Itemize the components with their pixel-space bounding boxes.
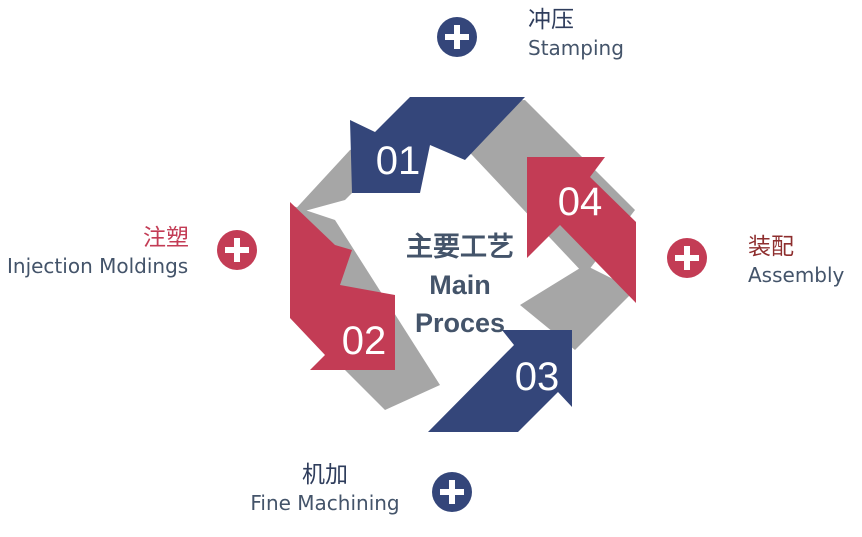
band-bottom-right bbox=[520, 265, 635, 350]
step-number-03: 03 bbox=[515, 355, 560, 399]
arrow-02 bbox=[290, 202, 395, 370]
step-label-en: Stamping bbox=[528, 36, 624, 61]
arrow-03 bbox=[428, 330, 572, 432]
step-label-en: Assembly bbox=[748, 263, 845, 288]
step-number-04: 04 bbox=[558, 180, 603, 224]
step-number-02: 02 bbox=[342, 319, 387, 363]
arrow-01 bbox=[350, 97, 525, 193]
step-label-injection: 注塑 Injection Moldings bbox=[7, 225, 203, 278]
step-label-zh: 注塑 bbox=[143, 225, 189, 251]
step-label-zh: 机加 bbox=[302, 462, 348, 488]
center-title: 主要工艺 Main Proces bbox=[390, 228, 530, 342]
step-label-stamping: 冲压 Stamping bbox=[528, 7, 624, 60]
plus-circle-icon bbox=[667, 238, 707, 278]
arrow-04 bbox=[527, 157, 636, 303]
step-number-01: 01 bbox=[376, 139, 421, 183]
step-label-machining: 机加 Fine Machining bbox=[244, 462, 406, 515]
plus-circle-icon bbox=[432, 472, 472, 512]
plus-circle-icon bbox=[437, 17, 477, 57]
step-label-en: Injection Moldings bbox=[7, 254, 189, 279]
step-label-assembly: 装配 Assembly bbox=[748, 234, 844, 287]
step-label-en: Fine Machining bbox=[250, 491, 400, 516]
center-title-en-2: Proces bbox=[414, 308, 506, 338]
plus-circle-icon bbox=[217, 230, 257, 270]
center-title-en-1: Main bbox=[429, 270, 491, 300]
step-label-zh: 装配 bbox=[748, 234, 794, 260]
step-label-zh: 冲压 bbox=[528, 7, 574, 33]
center-title-zh: 主要工艺 bbox=[406, 232, 514, 262]
